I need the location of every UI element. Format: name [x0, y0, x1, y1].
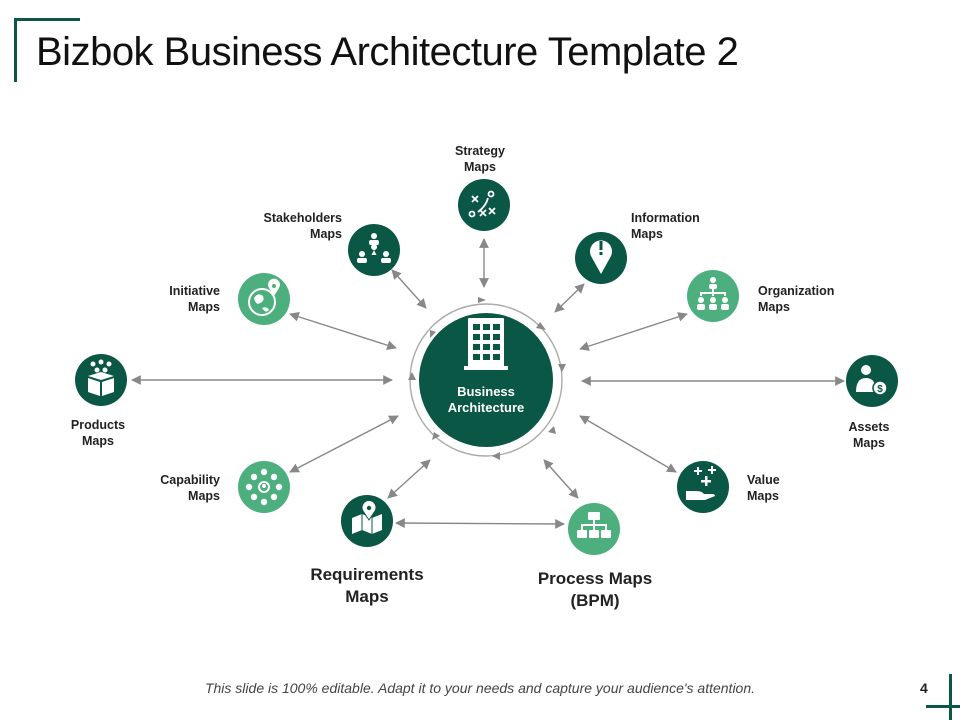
- connector-arrows: [131, 238, 845, 529]
- node-capability: [238, 461, 290, 513]
- arrow-initiative: [289, 312, 397, 350]
- arrow-capability: [289, 415, 399, 473]
- label-process: Process Maps(BPM): [537, 569, 653, 610]
- node-assets: $: [846, 355, 898, 407]
- center-label-line2: Architecture: [447, 400, 525, 415]
- footer-note: This slide is 100% editable. Adapt it to…: [204, 680, 756, 696]
- center-label-line1: Business: [457, 384, 515, 399]
- person-dollar-icon: $: [856, 365, 888, 396]
- node-initiative: [238, 273, 290, 325]
- corner-accent-horizontal: [926, 705, 960, 708]
- center-label: Business Architecture: [420, 384, 552, 416]
- arrow-information: [554, 283, 585, 313]
- arrow-value: [579, 415, 677, 473]
- hand-plus-icon: [686, 466, 716, 500]
- arrow-organization: [579, 312, 688, 351]
- node-requirements: [341, 495, 393, 547]
- node-process: [568, 503, 620, 555]
- globe-pin-icon: [248, 278, 280, 316]
- org-chart-icon: [697, 277, 729, 310]
- people-network-icon: [357, 233, 391, 263]
- node-stakeholders: [348, 224, 400, 276]
- ring-arrowheads: [408, 297, 566, 460]
- arrow-process: [543, 459, 579, 499]
- title-accent-vertical: [14, 18, 17, 82]
- capability-network-icon: [245, 468, 283, 506]
- strategy-icon: [468, 190, 496, 218]
- node-value: [677, 461, 729, 513]
- title-accent-horizontal: [14, 18, 80, 21]
- node-products: [75, 354, 127, 406]
- info-pin-icon: [590, 240, 613, 274]
- arrow-requirements: [387, 459, 431, 499]
- arrow-requirements-process: [395, 518, 565, 529]
- node-strategy: [458, 179, 510, 231]
- corner-accent-vertical: [949, 674, 952, 720]
- node-information: [575, 232, 627, 284]
- product-box-icon: [88, 359, 114, 396]
- building-icon: [464, 318, 508, 370]
- arrow-stakeholders: [391, 269, 427, 309]
- map-pin-icon: [352, 499, 382, 534]
- page-number: 4: [920, 680, 928, 696]
- svg-text:$: $: [877, 384, 883, 395]
- center-circle: [419, 313, 553, 447]
- process-flow-icon: [577, 512, 611, 538]
- slide-title: Bizbok Business Architecture Template 2: [36, 30, 739, 74]
- node-organization: [687, 270, 739, 322]
